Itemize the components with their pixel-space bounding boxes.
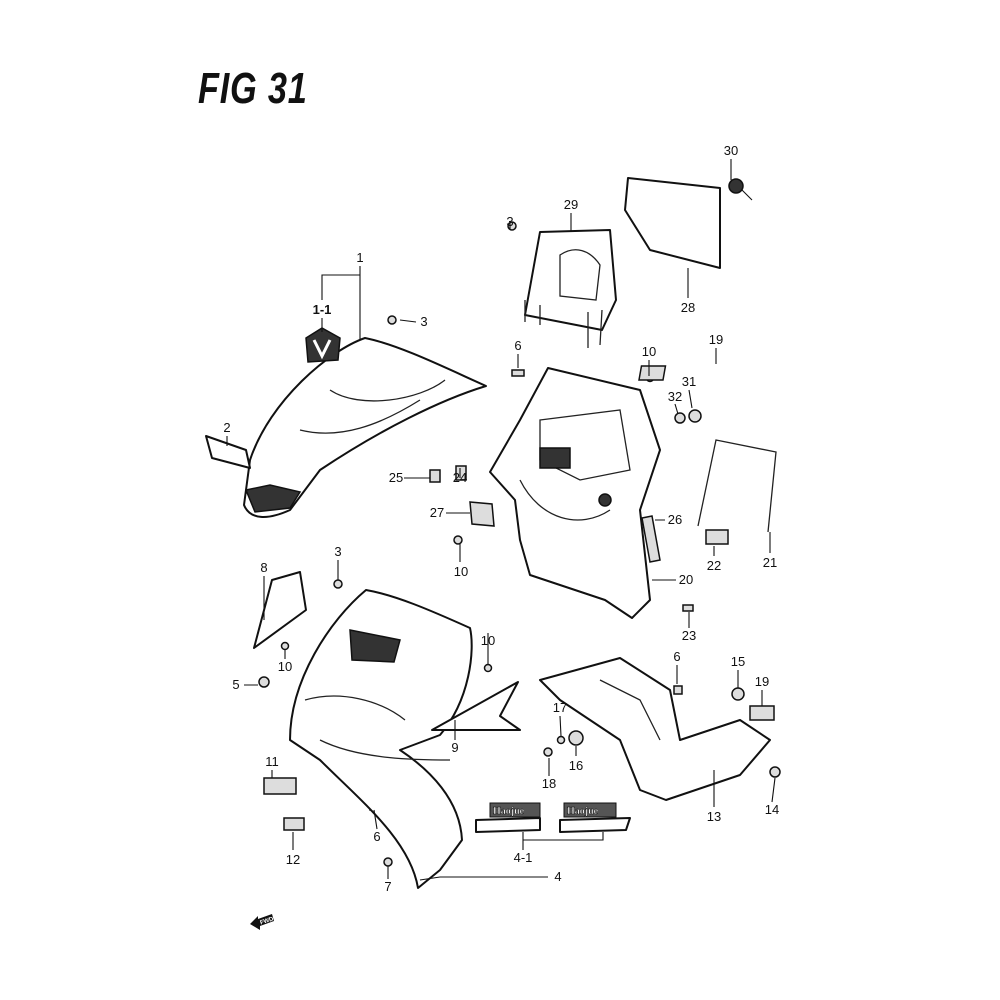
panel-8-part (253, 571, 307, 649)
callout-6: 6 (673, 649, 680, 664)
callout-9: 9 (451, 740, 458, 755)
svg-text:FWD: FWD (259, 916, 274, 926)
callout-11: 11 (265, 754, 279, 769)
callout-17: 17 (553, 700, 567, 715)
callout-25: 25 (389, 470, 403, 485)
callout-10: 10 (642, 344, 656, 359)
callout-14: 14 (765, 802, 779, 817)
callout-15: 15 (731, 654, 745, 669)
callout-12: 12 (286, 852, 300, 867)
decal-left-text: Haojue (493, 806, 525, 817)
callout-20: 20 (679, 572, 693, 587)
callout-10: 10 (278, 659, 292, 674)
callout-18: 18 (542, 776, 556, 791)
screw-icons (258, 221, 781, 867)
callout-10: 10 (481, 633, 495, 648)
callout-8: 8 (260, 560, 267, 575)
callout-3: 3 (420, 314, 427, 329)
meter-panel-part (524, 229, 617, 348)
callout-30: 30 (724, 143, 738, 158)
callout-4: 4 (554, 869, 561, 884)
callout-3: 3 (506, 214, 513, 229)
callout-22: 22 (707, 558, 721, 573)
callout-6: 6 (514, 338, 521, 353)
callout-3: 3 (334, 544, 341, 559)
front-cover-part (243, 337, 487, 518)
emblem-part (305, 327, 341, 363)
callout-24: 24 (453, 470, 467, 485)
cover-28-part (624, 177, 721, 269)
callout-13: 13 (707, 809, 721, 824)
callout-28: 28 (681, 300, 695, 315)
callout-29: 29 (564, 197, 578, 212)
callout-27: 27 (430, 505, 444, 520)
callout-26: 26 (668, 512, 682, 527)
callout-21: 21 (763, 555, 777, 570)
callout-31: 31 (682, 374, 696, 389)
callout-2: 2 (223, 420, 230, 435)
callout-19: 19 (755, 674, 769, 689)
callout-23: 23 (682, 628, 696, 643)
callout-6: 6 (373, 829, 380, 844)
key-switch-part (728, 178, 753, 201)
part-2 (205, 435, 251, 469)
decal-right-text: Haojue (567, 806, 599, 817)
figure-title: FIG 31 (198, 64, 308, 113)
callout-16: 16 (569, 758, 583, 773)
callout-1-1: 1-1 (313, 302, 332, 317)
callout-5: 5 (232, 677, 239, 692)
callout-7: 7 (384, 879, 391, 894)
callout-1: 1 (356, 250, 363, 265)
brand-decals: Haojue Haojue (475, 802, 631, 833)
handle-part (697, 439, 777, 533)
leader-lines (226, 159, 776, 881)
floor-panel-part (539, 657, 771, 801)
part-9 (431, 681, 521, 731)
inner-cover-part (489, 367, 661, 619)
callout-10: 10 (454, 564, 468, 579)
callout-19: 19 (709, 332, 723, 347)
front-side-cover-part (289, 589, 473, 889)
pad-parts (263, 365, 775, 831)
callout-32: 32 (668, 389, 682, 404)
callout-4-1: 4-1 (514, 850, 533, 865)
forward-arrow-icon: FWD (250, 914, 275, 930)
